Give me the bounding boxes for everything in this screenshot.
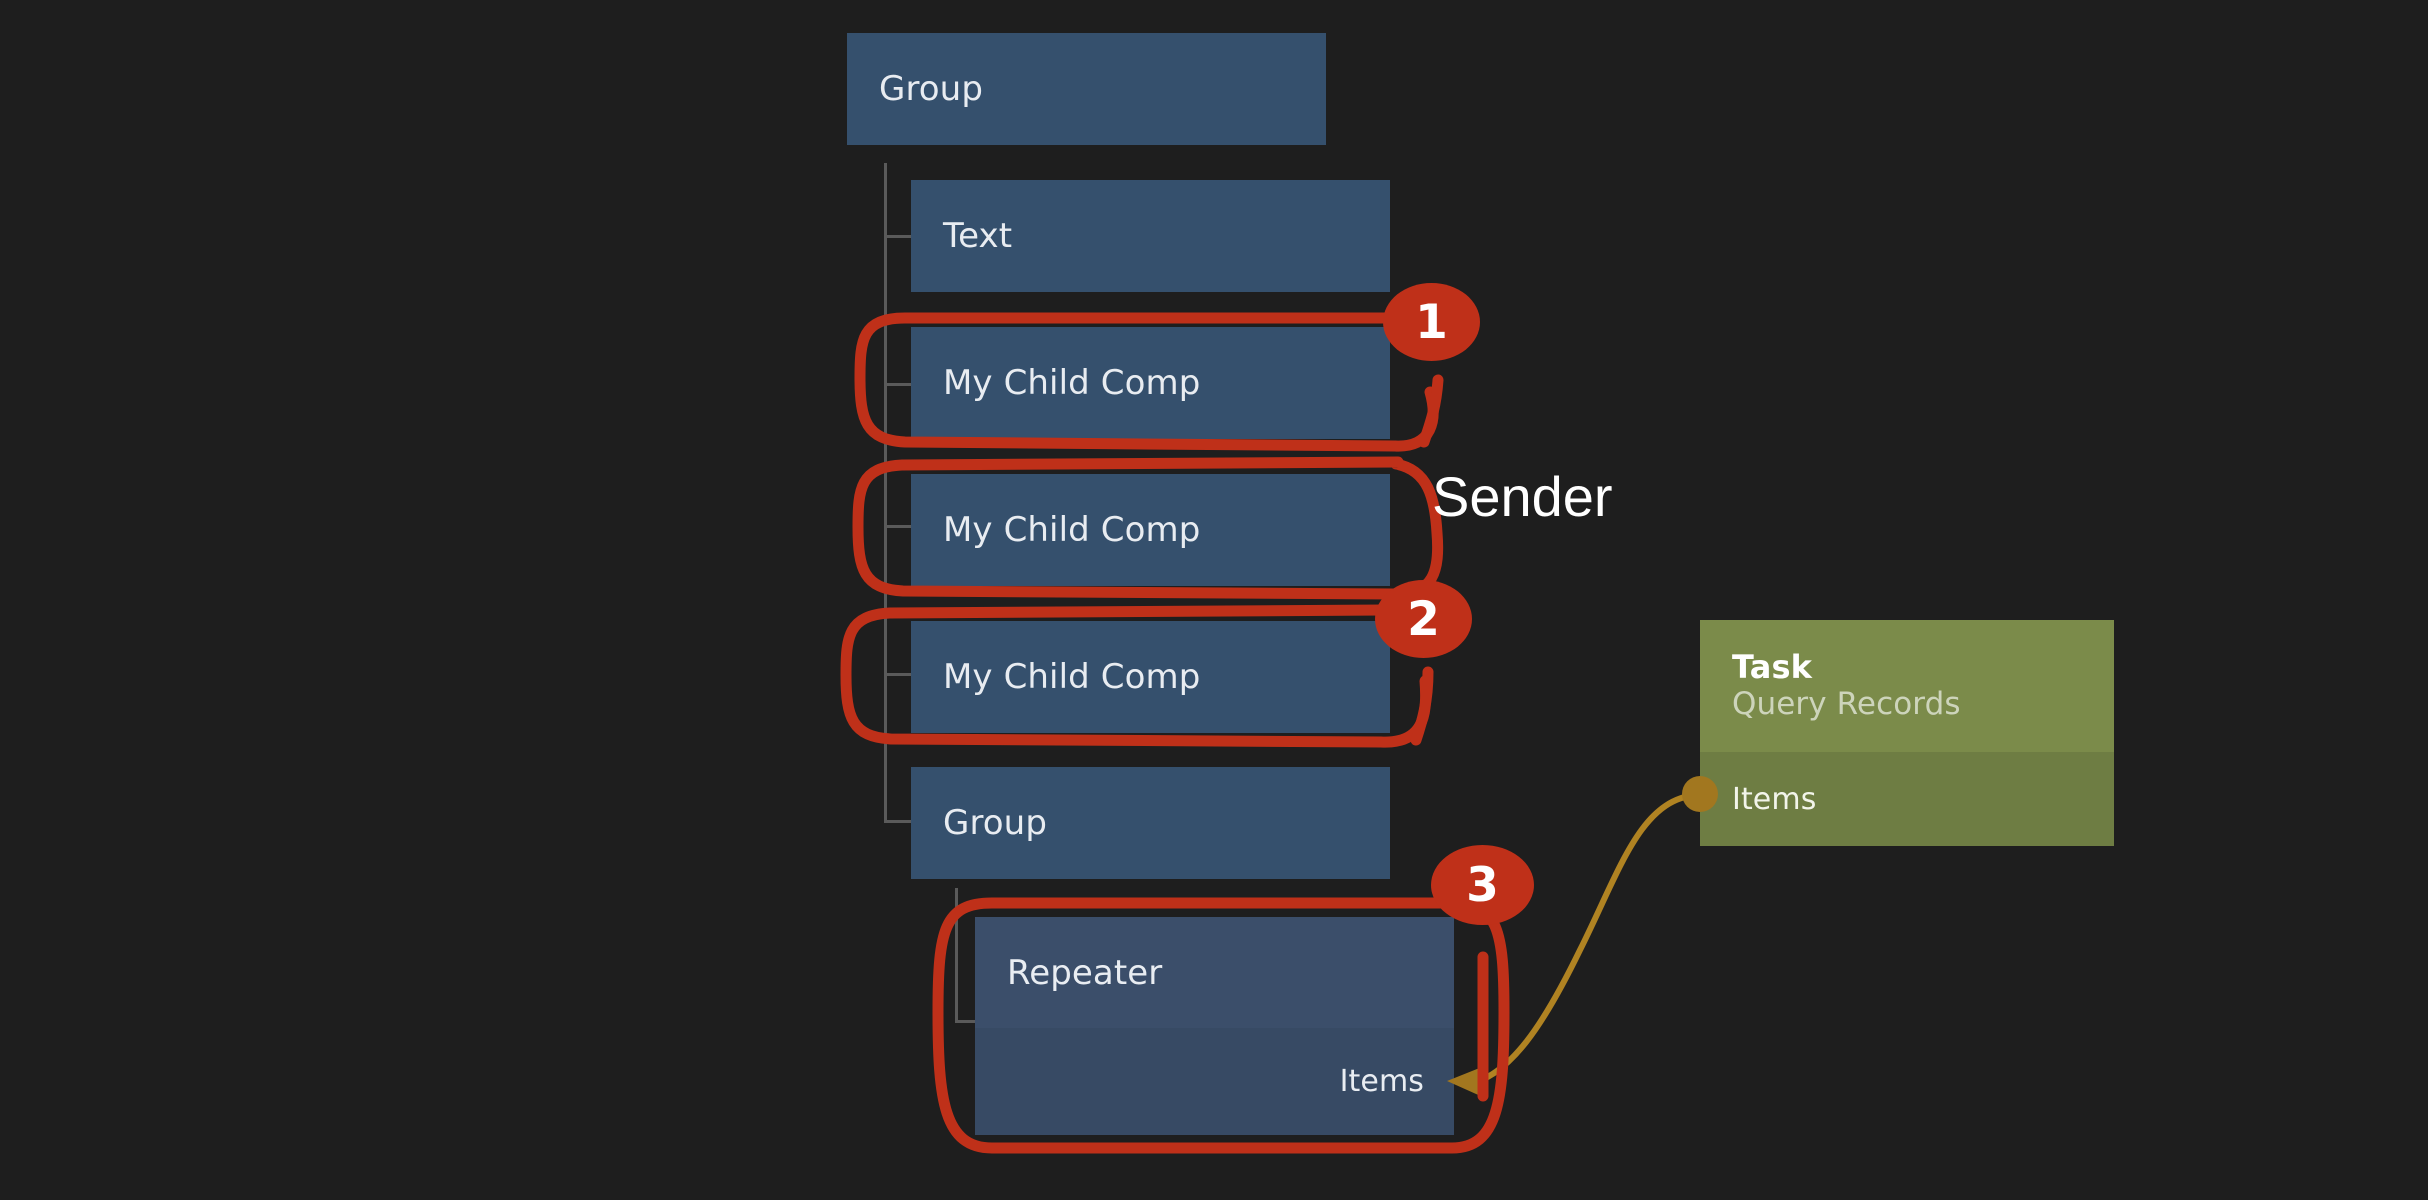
tree-spine-level-1-lower — [884, 561, 887, 822]
tree-tick-group — [884, 820, 912, 823]
tree-node-label: My Child Comp — [943, 363, 1201, 403]
tree-node-label: My Child Comp — [943, 510, 1201, 550]
annotation-badge-number: 1 — [1415, 294, 1448, 350]
tree-tick-child-1 — [884, 383, 912, 386]
tree-node-my-child-comp-2[interactable]: My Child Comp — [911, 474, 1390, 586]
sender-annotation-label: Sender — [1432, 464, 1613, 529]
items-binding-connector-line — [1462, 792, 1699, 1088]
repeater-header: Repeater — [975, 917, 1454, 1028]
tree-node-my-child-comp-3[interactable]: My Child Comp — [911, 621, 1390, 733]
task-items-port-label: Items — [1732, 781, 1817, 817]
tree-node-label: Group — [943, 803, 1048, 843]
tree-node-my-child-comp-1[interactable]: My Child Comp — [911, 327, 1390, 439]
tree-spine-level-1 — [884, 163, 887, 561]
tree-node-group-root[interactable]: Group — [847, 33, 1326, 145]
repeater-title: Repeater — [1007, 952, 1163, 993]
tree-tick-child-2 — [884, 525, 912, 528]
tree-node-text[interactable]: Text — [911, 180, 1390, 292]
tree-node-label: My Child Comp — [943, 657, 1201, 697]
repeater-body[interactable]: Items — [975, 1028, 1454, 1135]
tree-node-label: Text — [943, 216, 1013, 256]
task-header: Task Query Records — [1700, 620, 2114, 752]
task-subtitle: Query Records — [1732, 685, 1961, 722]
annotation-badge-number: 2 — [1407, 591, 1440, 647]
annotation-badge-1: 1 — [1383, 283, 1480, 361]
badge-2-tail — [1410, 666, 1434, 746]
tree-spine-level-2 — [955, 888, 958, 1023]
sender-label-text: Sender — [1432, 465, 1613, 528]
tree-node-repeater[interactable]: Repeater Items — [975, 917, 1454, 1135]
annotation-badge-number: 3 — [1466, 857, 1499, 913]
task-body[interactable]: Items — [1700, 752, 2114, 846]
badge-1-tail — [1418, 374, 1444, 448]
task-node[interactable]: Task Query Records Items — [1700, 620, 2114, 846]
tree-tick-child-3 — [884, 673, 912, 676]
task-title: Task — [1732, 647, 1813, 686]
tree-node-group-child[interactable]: Group — [911, 767, 1390, 879]
annotation-badge-3: 3 — [1431, 845, 1534, 925]
repeater-items-port-label: Items — [1339, 1064, 1424, 1099]
annotation-badge-2: 2 — [1375, 580, 1472, 658]
tree-node-label: Group — [879, 69, 984, 109]
tree-tick-text — [884, 235, 912, 238]
